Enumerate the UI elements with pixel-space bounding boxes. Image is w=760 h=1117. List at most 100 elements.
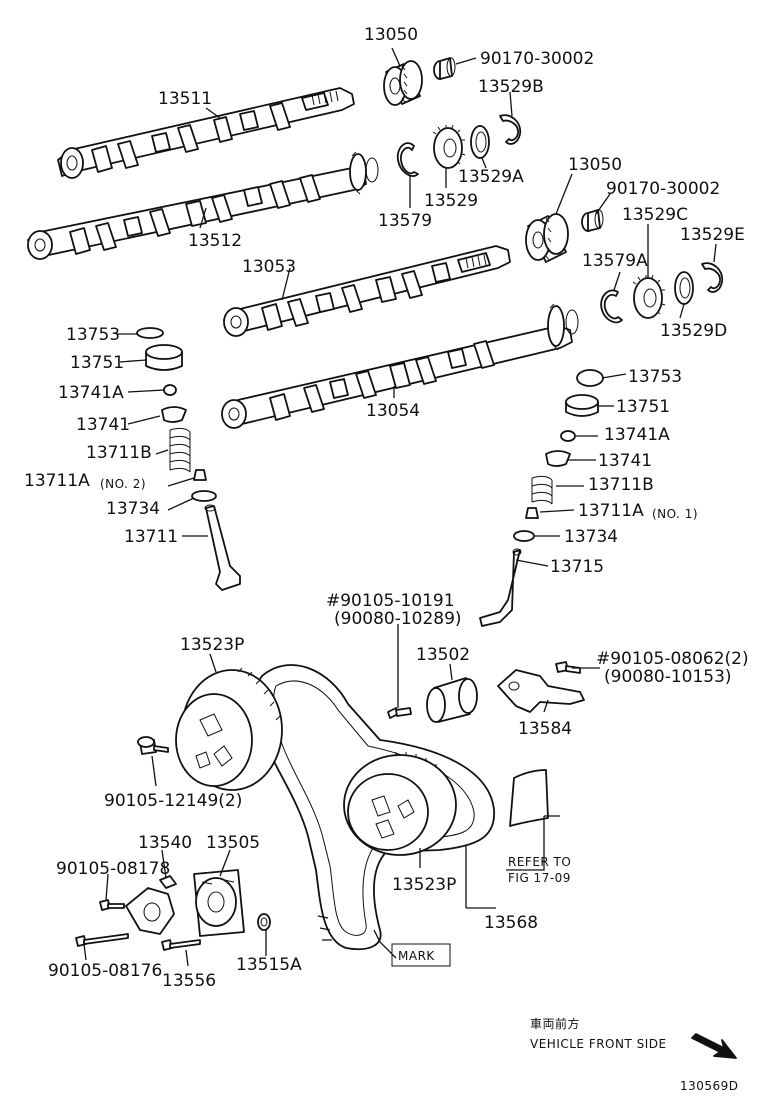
label-90170-30002-lower[interactable]: 90170-30002 — [606, 179, 720, 199]
lock-13741a-right[interactable] — [560, 430, 576, 442]
bracket-13540[interactable] — [125, 875, 177, 935]
gear-13529[interactable] — [432, 124, 466, 169]
label-13505[interactable]: 13505 — [206, 833, 260, 853]
ring-13579[interactable] — [396, 142, 419, 177]
camshaft-13054[interactable] — [221, 303, 579, 429]
bolt-90105-08178[interactable] — [99, 899, 125, 911]
label-13540[interactable]: 13540 — [138, 833, 192, 853]
label-13529b[interactable]: 13529B — [478, 77, 544, 97]
bolt-90105-10191[interactable] — [387, 707, 412, 719]
washer-13734-left[interactable] — [191, 490, 217, 502]
label-13741-left[interactable]: 13741 — [76, 415, 130, 435]
label-13053[interactable]: 13053 — [242, 257, 296, 277]
pin-13556[interactable] — [161, 939, 201, 951]
spring-13711b-left[interactable] — [169, 427, 191, 473]
bolt-90170-30002-upper[interactable] — [433, 57, 456, 80]
label-13054[interactable]: 13054 — [366, 401, 420, 421]
label-90105-12149[interactable]: 90105-12149(2) — [104, 791, 242, 811]
camshaft-13053[interactable] — [223, 245, 511, 337]
label-13741a-right[interactable]: 13741A — [604, 425, 670, 445]
gear-13050-upper[interactable] — [383, 60, 423, 106]
shim-13753-right[interactable] — [576, 369, 604, 387]
label-13515a[interactable]: 13515A — [236, 955, 302, 975]
label-13523p-lower[interactable]: 13523P — [392, 875, 456, 895]
seal-13711a-left[interactable] — [193, 469, 207, 481]
label-90105-08178[interactable]: 90105-08178 — [56, 859, 170, 879]
bracket-13584[interactable] — [497, 669, 585, 713]
label-13711a-right[interactable]: 13711A — [578, 501, 644, 521]
lifter-13751-left[interactable] — [145, 344, 183, 371]
label-13734-right[interactable]: 13734 — [564, 527, 618, 547]
label-13556[interactable]: 13556 — [162, 971, 216, 991]
ring-13579a[interactable] — [600, 289, 623, 324]
label-13529c[interactable]: 13529C — [622, 205, 688, 225]
camshaft-13511[interactable] — [57, 87, 355, 179]
idler-13502[interactable] — [426, 677, 478, 723]
label-13741-right[interactable]: 13741 — [598, 451, 652, 471]
gear-13050-lower[interactable] — [525, 213, 569, 263]
lifter-13751-right[interactable] — [565, 394, 599, 417]
washer-13734-right[interactable] — [513, 530, 535, 542]
label-13529[interactable]: 13529 — [424, 191, 478, 211]
label-13711[interactable]: 13711 — [124, 527, 178, 547]
label-90170-30002-upper[interactable]: 90170-30002 — [480, 49, 594, 69]
bolt-90105-08176[interactable] — [75, 933, 129, 947]
label-13050-lower[interactable]: 13050 — [568, 155, 622, 175]
tensioner-13505[interactable] — [193, 869, 245, 937]
label-13711a-left[interactable]: 13711A — [24, 471, 90, 491]
label-13711b-right[interactable]: 13711B — [588, 475, 654, 495]
camshaft-13512[interactable] — [27, 151, 379, 260]
label-13529e[interactable]: 13529E — [680, 225, 745, 245]
shim-13753-left[interactable] — [136, 327, 164, 339]
label-13711a-right-note: (NO. 1) — [652, 507, 698, 521]
label-13741a-left[interactable]: 13741A — [58, 383, 124, 403]
label-90105-10191[interactable]: #90105-10191 — [326, 591, 455, 611]
label-13579[interactable]: 13579 — [378, 211, 432, 231]
label-90080-10153[interactable]: (90080-10153) — [604, 667, 732, 687]
label-90105-08062[interactable]: #90105-08062(2) — [596, 649, 749, 669]
washer-13515a[interactable] — [257, 913, 271, 931]
bolt-90105-12149[interactable] — [137, 736, 169, 755]
label-90105-08176[interactable]: 90105-08176 — [48, 961, 162, 981]
label-13753-left[interactable]: 13753 — [66, 325, 120, 345]
bolt-90170-30002-lower[interactable] — [581, 209, 604, 232]
label-13523p-upper[interactable]: 13523P — [180, 635, 244, 655]
front-label-jp: 車両前方 — [530, 1016, 580, 1031]
ring-13529d[interactable] — [674, 271, 694, 305]
gear-13529c[interactable] — [632, 274, 666, 319]
lock-13741a-left[interactable] — [163, 384, 177, 396]
label-13711a-left-note: (NO. 2) — [100, 477, 146, 491]
label-13753-right[interactable]: 13753 — [628, 367, 682, 387]
ring-13529a[interactable] — [470, 125, 490, 159]
label-13734-left[interactable]: 13734 — [106, 499, 160, 519]
label-13529a[interactable]: 13529A — [458, 167, 524, 187]
label-13751-right[interactable]: 13751 — [616, 397, 670, 417]
label-90080-10289[interactable]: (90080-10289) — [334, 609, 462, 629]
refer-note-line2[interactable]: FIG 17-09 — [508, 871, 571, 885]
valve-13711[interactable] — [204, 504, 241, 591]
label-13751-left[interactable]: 13751 — [70, 353, 124, 373]
spring-13711b-right[interactable] — [531, 475, 553, 505]
seal-13711a-right[interactable] — [525, 507, 539, 519]
pulley-13523p-lower[interactable] — [343, 752, 457, 856]
pulley-13523p-upper[interactable] — [175, 667, 283, 791]
retainer-13741-right[interactable] — [545, 450, 571, 467]
label-13502[interactable]: 13502 — [416, 645, 470, 665]
valve-13715[interactable] — [479, 548, 522, 627]
label-13715[interactable]: 13715 — [550, 557, 604, 577]
refer-note-line1: REFER TO — [508, 855, 571, 869]
snap-ring-13529e[interactable] — [701, 262, 724, 293]
label-13568[interactable]: 13568 — [484, 913, 538, 933]
label-13579a[interactable]: 13579A — [582, 251, 648, 271]
cover-refer-17-09[interactable] — [509, 769, 549, 827]
label-13529d[interactable]: 13529D — [660, 321, 727, 341]
label-13711b-left[interactable]: 13711B — [86, 443, 152, 463]
snap-ring-13529b[interactable] — [499, 114, 522, 145]
retainer-13741-left[interactable] — [161, 406, 187, 423]
part-labels: 13050 90170-30002 13529B 13511 13529A 13… — [24, 25, 749, 1093]
label-13584[interactable]: 13584 — [518, 719, 572, 739]
label-13050-upper[interactable]: 13050 — [364, 25, 418, 45]
label-13512[interactable]: 13512 — [188, 231, 242, 251]
label-13511[interactable]: 13511 — [158, 89, 212, 109]
